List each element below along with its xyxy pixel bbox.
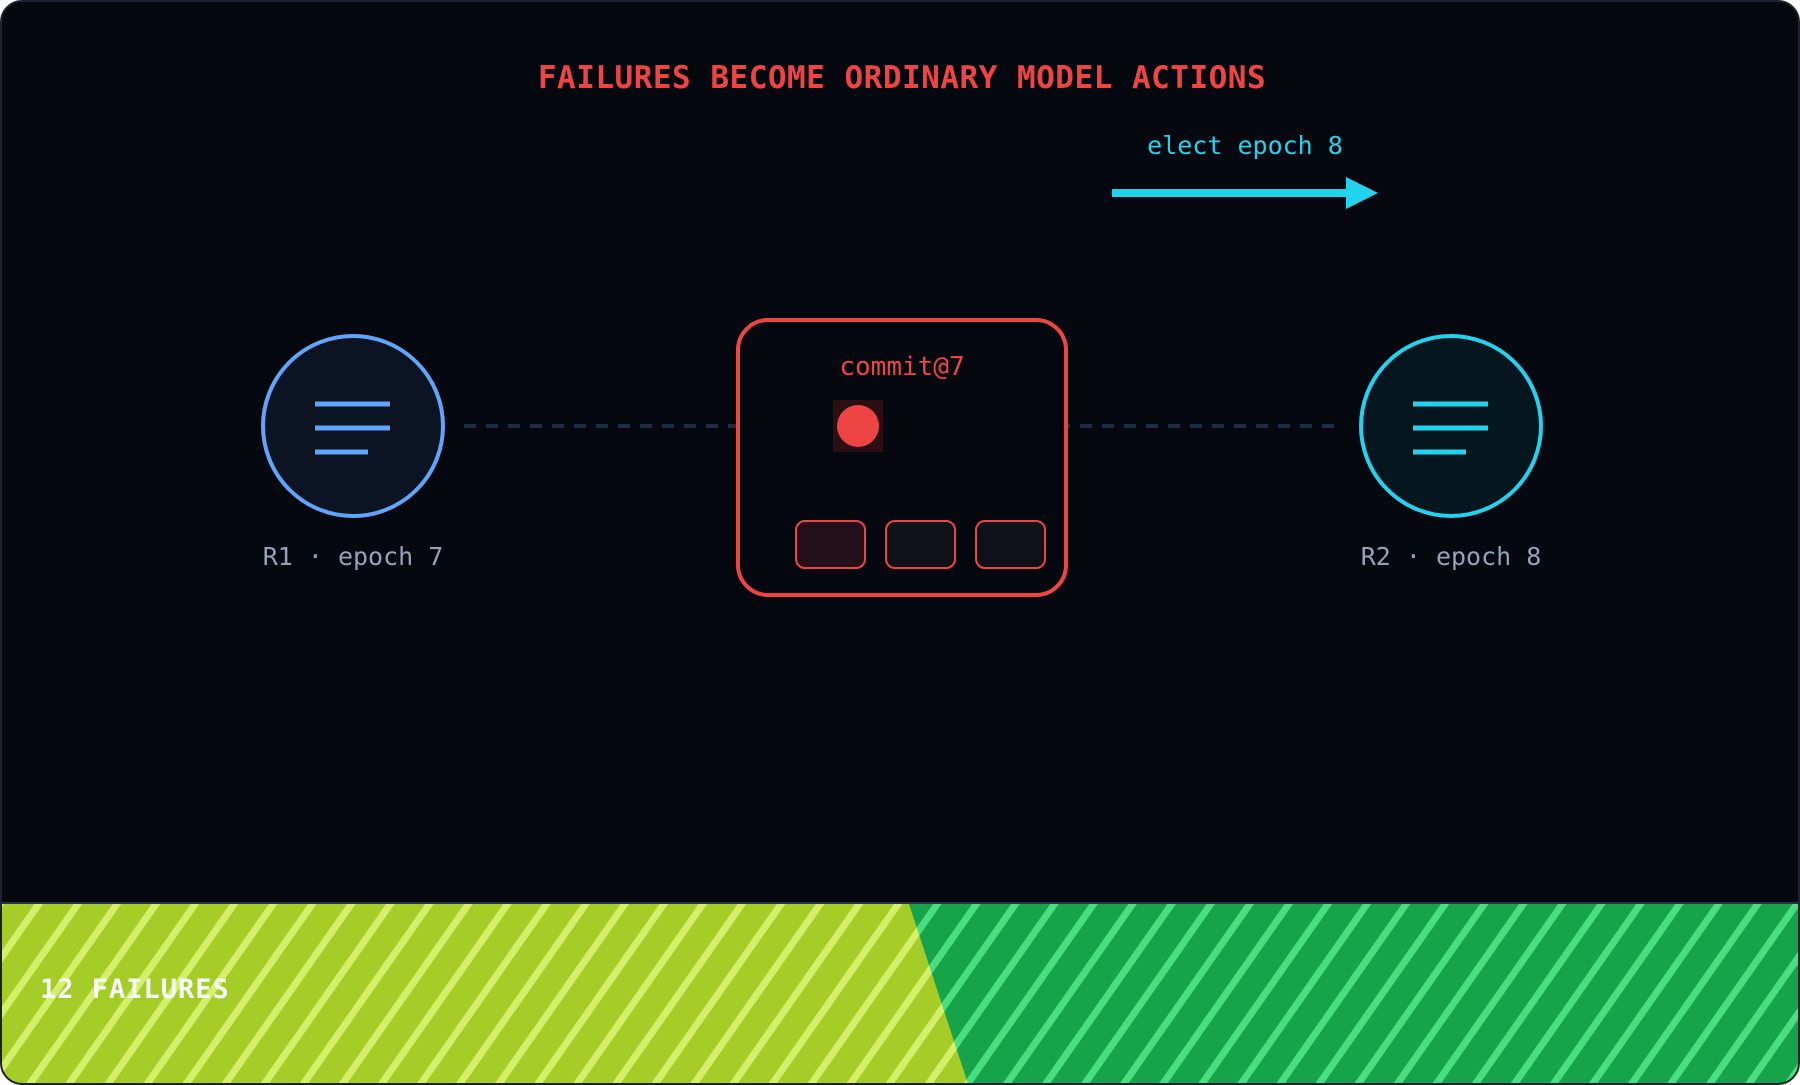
- failures-bar: [2, 902, 1798, 1083]
- arrow-right-icon: [1112, 177, 1378, 209]
- node-label: R1 · epoch 7: [263, 542, 444, 571]
- commit-slot: [795, 520, 866, 569]
- node-label: R2 · epoch 8: [1361, 542, 1542, 571]
- lines-icon: [315, 401, 390, 455]
- commit-slot: [975, 520, 1046, 569]
- diagram-title: FAILURES BECOME ORDINARY MODEL ACTIONS: [537, 60, 1267, 96]
- node-r1[interactable]: R1 · epoch 7: [261, 334, 445, 571]
- commit-label: commit@7: [839, 352, 964, 382]
- failures-count-label: 12 FAILURES: [40, 974, 230, 1005]
- commit-box[interactable]: commit@7: [736, 318, 1068, 597]
- commit-token: [837, 405, 879, 447]
- commit-slot: [885, 520, 956, 569]
- node-r2[interactable]: R2 · epoch 8: [1359, 334, 1543, 571]
- action-label: elect epoch 8: [1147, 131, 1343, 160]
- lines-icon: [1413, 401, 1488, 455]
